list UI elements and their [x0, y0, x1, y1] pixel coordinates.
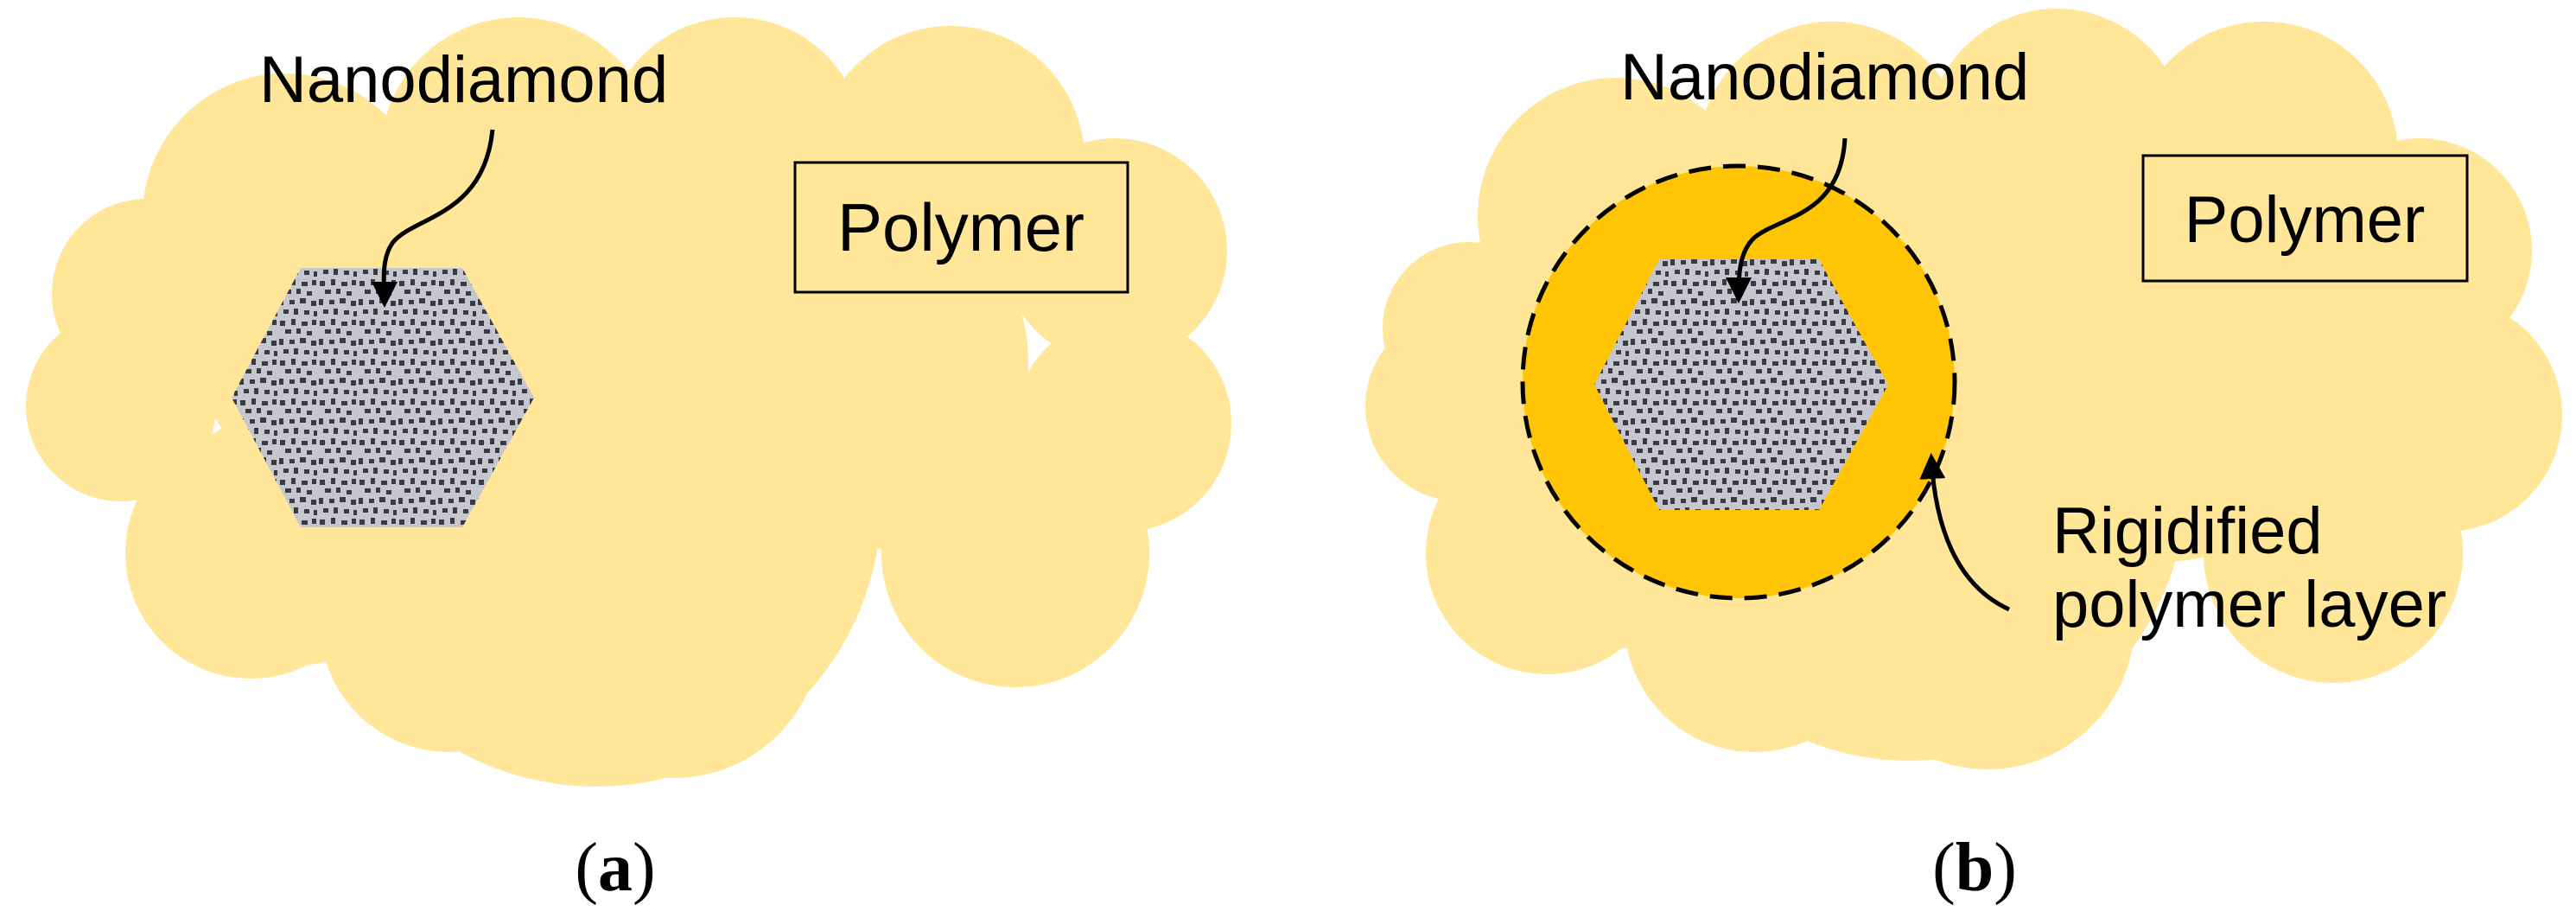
rigidified-layer-pointer-arrow — [1919, 453, 2011, 612]
nanodiamond-pointer-arrow-a — [371, 129, 495, 308]
panel-a: Nanodiamond Polymer (a) — [26, 17, 1231, 906]
polymer-label-box-a — [793, 161, 1129, 294]
panel-caption-b: (b) — [1932, 830, 2017, 906]
polymer-label-a: Polymer — [837, 189, 1084, 265]
nanodiamond-pointer-arrow-b — [1726, 137, 1848, 303]
nanodiamond-b — [1594, 259, 1888, 510]
nanodiamond-label-a: Nanodiamond — [259, 43, 668, 117]
panel-caption-a: (a) — [575, 830, 655, 906]
panel-b: Nanodiamond Polymer Rigidified polymer l… — [1365, 9, 2562, 906]
nanodiamond-label-b: Nanodiamond — [1620, 41, 2029, 114]
polymer-label-box-b — [2141, 154, 2469, 283]
polymer-label-b: Polymer — [2185, 183, 2426, 257]
nanodiamond-a — [232, 268, 534, 527]
rigidified-layer-label: Rigidified polymer layer — [2052, 494, 2446, 641]
polymer-cloud-a — [26, 17, 1231, 787]
